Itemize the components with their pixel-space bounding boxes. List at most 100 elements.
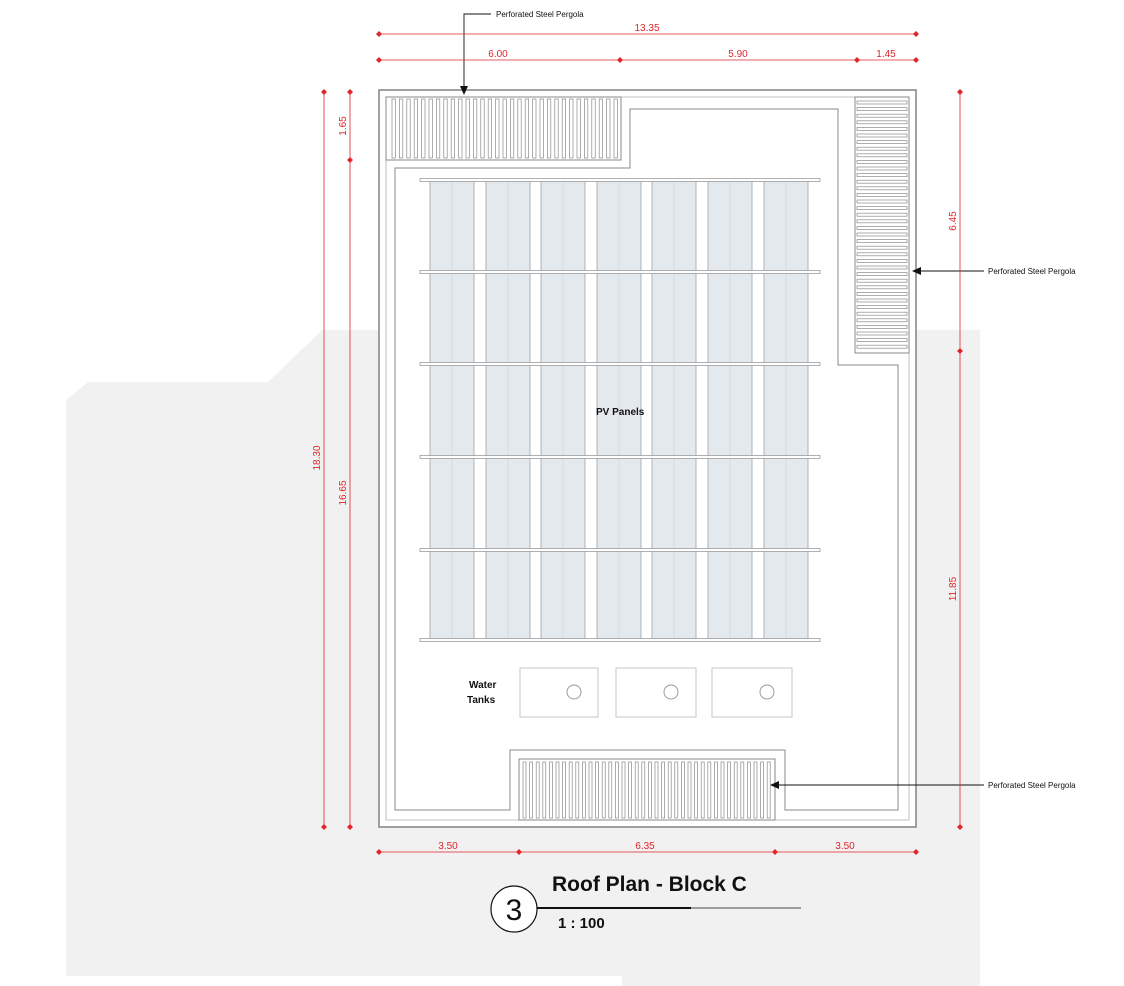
pergola-slat — [391, 98, 396, 159]
pergola-slat — [576, 98, 581, 159]
pergola-slat — [856, 292, 908, 296]
pergola-slat — [648, 761, 652, 819]
pergola-slat — [760, 761, 764, 819]
dimension-tick — [347, 157, 353, 163]
pergola-slat — [856, 113, 908, 118]
pergola-slat — [856, 206, 908, 210]
pergola-slat — [856, 186, 908, 191]
leader-pergola-top: Perforated Steel Pergola — [460, 10, 584, 95]
dimension-tick — [617, 57, 623, 63]
pergola-slat — [687, 761, 692, 819]
pergola-slat — [856, 232, 908, 237]
pergola-slat — [555, 761, 560, 819]
dim-right-top: 6.45 — [948, 211, 959, 231]
pergola-slat — [542, 761, 547, 819]
pergola-slat — [621, 761, 626, 819]
dim-left-lower: 16.65 — [338, 480, 349, 505]
dimension-tick — [772, 849, 778, 855]
water-tank — [711, 667, 793, 718]
dimension-tick — [913, 57, 919, 63]
pergola-bottom — [518, 758, 776, 821]
pergola-slat — [856, 140, 908, 144]
svg-text:13.35: 13.35 — [634, 23, 659, 34]
pergola-slat — [856, 226, 908, 230]
pergola-top — [385, 96, 622, 161]
pergola-slat — [667, 761, 672, 819]
pergola-slat — [700, 761, 705, 819]
pergola-slat — [856, 285, 908, 290]
dimension-tick — [347, 824, 353, 830]
pergola-slat — [856, 272, 908, 276]
pergola-slat — [654, 761, 659, 819]
pergola-right-note: Perforated Steel Pergola — [988, 267, 1076, 276]
pergola-slat — [856, 173, 908, 177]
drawing-title: Roof Plan - Block C — [552, 873, 747, 896]
pergola-slat — [465, 98, 470, 159]
pergola-slat — [856, 127, 908, 131]
pv-panel-array — [419, 178, 821, 642]
pergola-slat — [856, 278, 908, 283]
dimension-tick — [913, 849, 919, 855]
pergola-slat — [399, 98, 404, 159]
dim-right-lower: 11.85 — [948, 576, 959, 601]
pergola-slat — [569, 98, 574, 159]
pergola-slat — [856, 153, 908, 158]
pergola-slat — [856, 179, 908, 184]
dimension-tick — [321, 89, 327, 95]
pergola-slat — [591, 98, 596, 159]
pergola-slat — [856, 338, 908, 342]
pergola-slat — [615, 761, 619, 819]
pergola-slat — [436, 98, 441, 159]
pergola-slat — [473, 98, 478, 159]
pergola-slat — [674, 761, 679, 819]
pergola-slat — [539, 98, 544, 159]
pergola-slat — [443, 98, 448, 159]
pergola-slat — [641, 761, 646, 819]
pv-rail — [419, 455, 821, 459]
pergola-slat — [856, 100, 908, 105]
pergola-bottom-note: Perforated Steel Pergola — [988, 781, 1076, 790]
drawing-scale: 1 : 100 — [558, 915, 605, 932]
pergola-slat — [856, 344, 908, 349]
dimension-tick — [516, 849, 522, 855]
pergola-slat — [480, 98, 485, 159]
pergola-slat — [595, 761, 599, 819]
leader-pergola-right: Perforated Steel Pergola — [912, 267, 1076, 276]
pergola-slat — [588, 761, 593, 819]
pergola-slat — [856, 120, 908, 125]
dimension-tick — [957, 348, 963, 354]
dimension-tick — [957, 824, 963, 830]
pergola-slat — [856, 199, 908, 204]
pergola-slat — [856, 298, 908, 303]
pergola-slat — [510, 98, 515, 159]
dimension-tick — [347, 89, 353, 95]
pergola-slat — [413, 98, 418, 159]
pergola-slat — [532, 98, 537, 159]
pergola-slat — [522, 761, 527, 819]
pergola-slat — [582, 761, 586, 819]
pergola-slat — [856, 318, 908, 323]
pv-rail — [419, 178, 821, 182]
water-tank-group — [519, 667, 793, 718]
dimension-tick — [376, 31, 382, 37]
pv-panels-label: PV Panels — [596, 407, 645, 418]
leader-pergola-bottom: Perforated Steel Pergola — [770, 781, 1076, 790]
dim-bottom-seg-1: 3.50 — [438, 841, 458, 852]
pergola-slat — [753, 761, 758, 819]
dim-top-seg-1: 6.00 — [488, 49, 508, 60]
pergola-slat — [562, 761, 566, 819]
pergola-top-note: Perforated Steel Pergola — [496, 10, 584, 19]
dimension-tick — [957, 89, 963, 95]
dimension-tick — [376, 849, 382, 855]
pergola-slat — [856, 146, 908, 151]
pergola-slat — [856, 219, 908, 224]
pv-rail — [419, 548, 821, 552]
pergola-slat — [458, 98, 463, 159]
pergola-slat — [856, 212, 908, 217]
water-tank — [519, 667, 599, 718]
dim-right: 6.45 11.85 — [948, 89, 963, 830]
pergola-slat — [856, 107, 908, 111]
pergola-slat — [406, 98, 411, 159]
pv-rail — [419, 638, 821, 642]
pergola-slat — [606, 98, 611, 159]
